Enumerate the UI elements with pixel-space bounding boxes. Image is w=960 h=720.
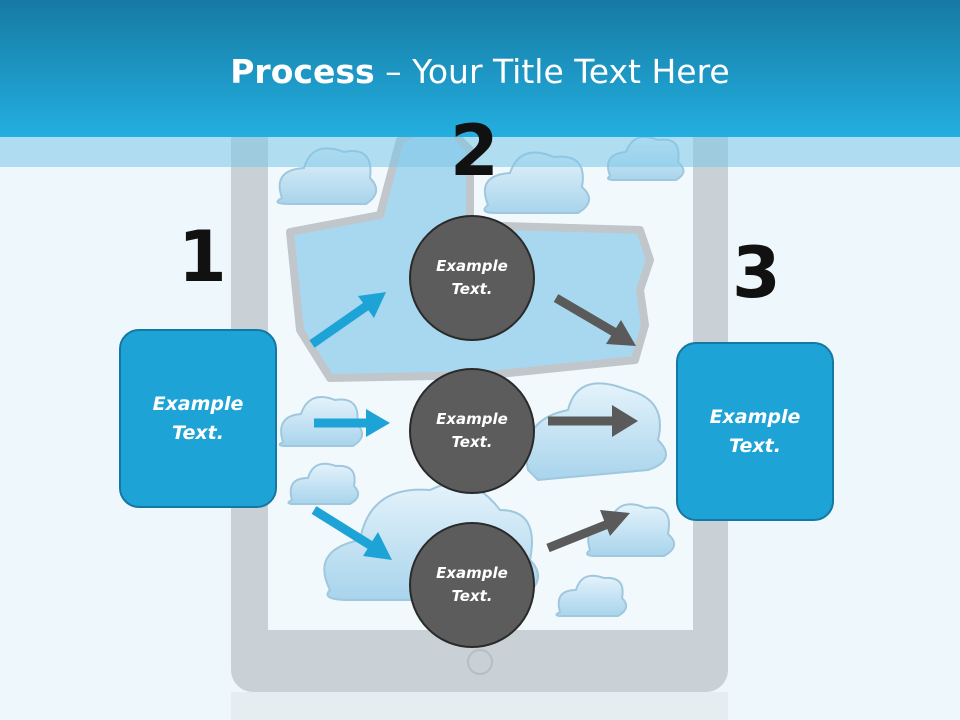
arrow-gray-up — [546, 510, 630, 553]
circle-middle-line-1: Example — [436, 410, 508, 428]
step-3-box-line-1: Example — [709, 405, 801, 428]
arrow-blue-right — [314, 409, 390, 437]
step-number-3: 3 — [732, 232, 781, 314]
circle-middle-line-2: Text. — [451, 433, 493, 451]
arrow-blue-down — [311, 506, 392, 560]
circle-bottom-line-1: Example — [436, 564, 508, 582]
step-number-1: 1 — [178, 216, 227, 298]
title-rest: – Your Title Text Here — [374, 52, 730, 91]
step-number-2: 2 — [450, 110, 499, 192]
circle-top-line-1: Example — [436, 257, 508, 275]
page-title: Process – Your Title Text Here — [0, 52, 960, 91]
title-bold: Process — [230, 52, 375, 91]
arrow-blue-up — [309, 292, 386, 348]
home-button-icon — [467, 649, 493, 675]
step-3-box-line-2: Text. — [729, 434, 781, 457]
arrow-gray-down — [553, 294, 636, 346]
step-1-box-line-1: Example — [152, 392, 244, 415]
header-shadow-band — [0, 137, 960, 167]
step-1-box-line-2: Text. — [172, 421, 224, 444]
circle-bottom-line-2: Text. — [451, 587, 493, 605]
arrow-gray-right — [548, 405, 638, 437]
circle-top-line-2: Text. — [451, 280, 493, 298]
header-bar — [0, 0, 960, 137]
